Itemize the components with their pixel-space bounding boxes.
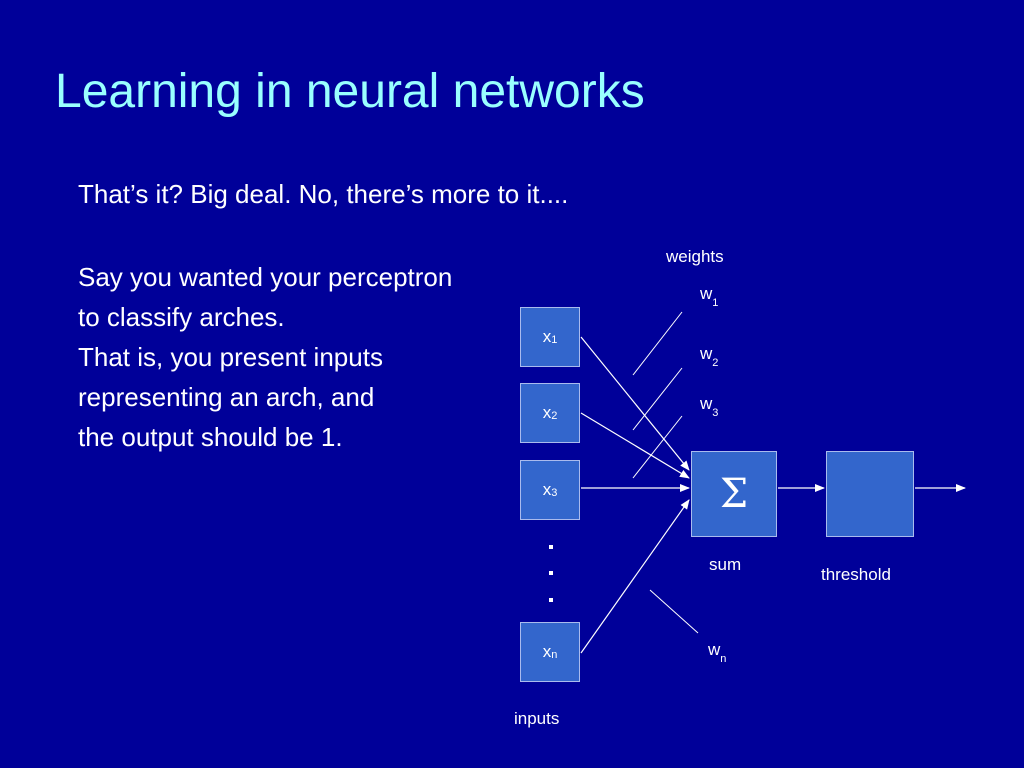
body-paragraph-2: Say you wanted your perceptron to classi…	[78, 257, 452, 457]
weight-subscript: 3	[712, 407, 719, 420]
ellipsis-dot	[549, 545, 553, 549]
input-subscript: 1	[551, 334, 558, 346]
sum-label: sum	[709, 555, 742, 574]
body-para2-line: representing an arch, and	[78, 382, 375, 412]
sum-node: Σ	[691, 451, 777, 537]
edge-x2-sum	[580, 412, 690, 479]
input-var: x	[542, 642, 552, 661]
weight-var: w	[700, 284, 713, 303]
weight-pointer-w3	[632, 415, 683, 479]
weight-label-w2: w2	[700, 344, 719, 370]
body-para2-line: That is, you present inputs	[78, 342, 383, 372]
ellipsis-dot	[549, 571, 553, 575]
weight-subscript: 1	[712, 297, 719, 310]
weight-var: w	[708, 640, 721, 659]
input-subscript: n	[551, 649, 558, 661]
body-para2-line: the output should be 1.	[78, 422, 343, 452]
weight-label-wn: wn	[708, 640, 727, 666]
input-var: x	[542, 480, 552, 499]
weight-var: w	[700, 344, 713, 363]
weight-pointer-wn	[649, 589, 699, 634]
body-para2-line: Say you wanted your perceptron	[78, 262, 453, 292]
weight-pointer-w1	[632, 311, 683, 376]
weight-subscript: n	[720, 653, 727, 666]
edge-xn-sum	[580, 499, 690, 654]
weights-label: weights	[666, 247, 724, 266]
weight-label-w1: w1	[700, 284, 719, 310]
weight-pointer-w2	[632, 367, 683, 431]
body-para2-line: to classify arches.	[78, 302, 285, 332]
ellipsis-dot	[549, 598, 553, 602]
body-line-1: That’s it? Big deal. No, there’s more to…	[78, 179, 569, 209]
input-var: x	[542, 403, 552, 422]
threshold-node	[826, 451, 914, 537]
weight-subscript: 2	[712, 357, 719, 370]
weight-var: w	[700, 394, 713, 413]
input-subscript: 2	[551, 410, 558, 422]
input-subscript: 3	[551, 487, 558, 499]
slide-title: Learning in neural networks	[55, 65, 645, 118]
inputs-label: inputs	[514, 709, 560, 728]
weight-label-w3: w3	[700, 394, 719, 420]
edge-x1-sum	[580, 336, 690, 471]
threshold-label: threshold	[821, 565, 891, 584]
input-var: x	[542, 327, 552, 346]
